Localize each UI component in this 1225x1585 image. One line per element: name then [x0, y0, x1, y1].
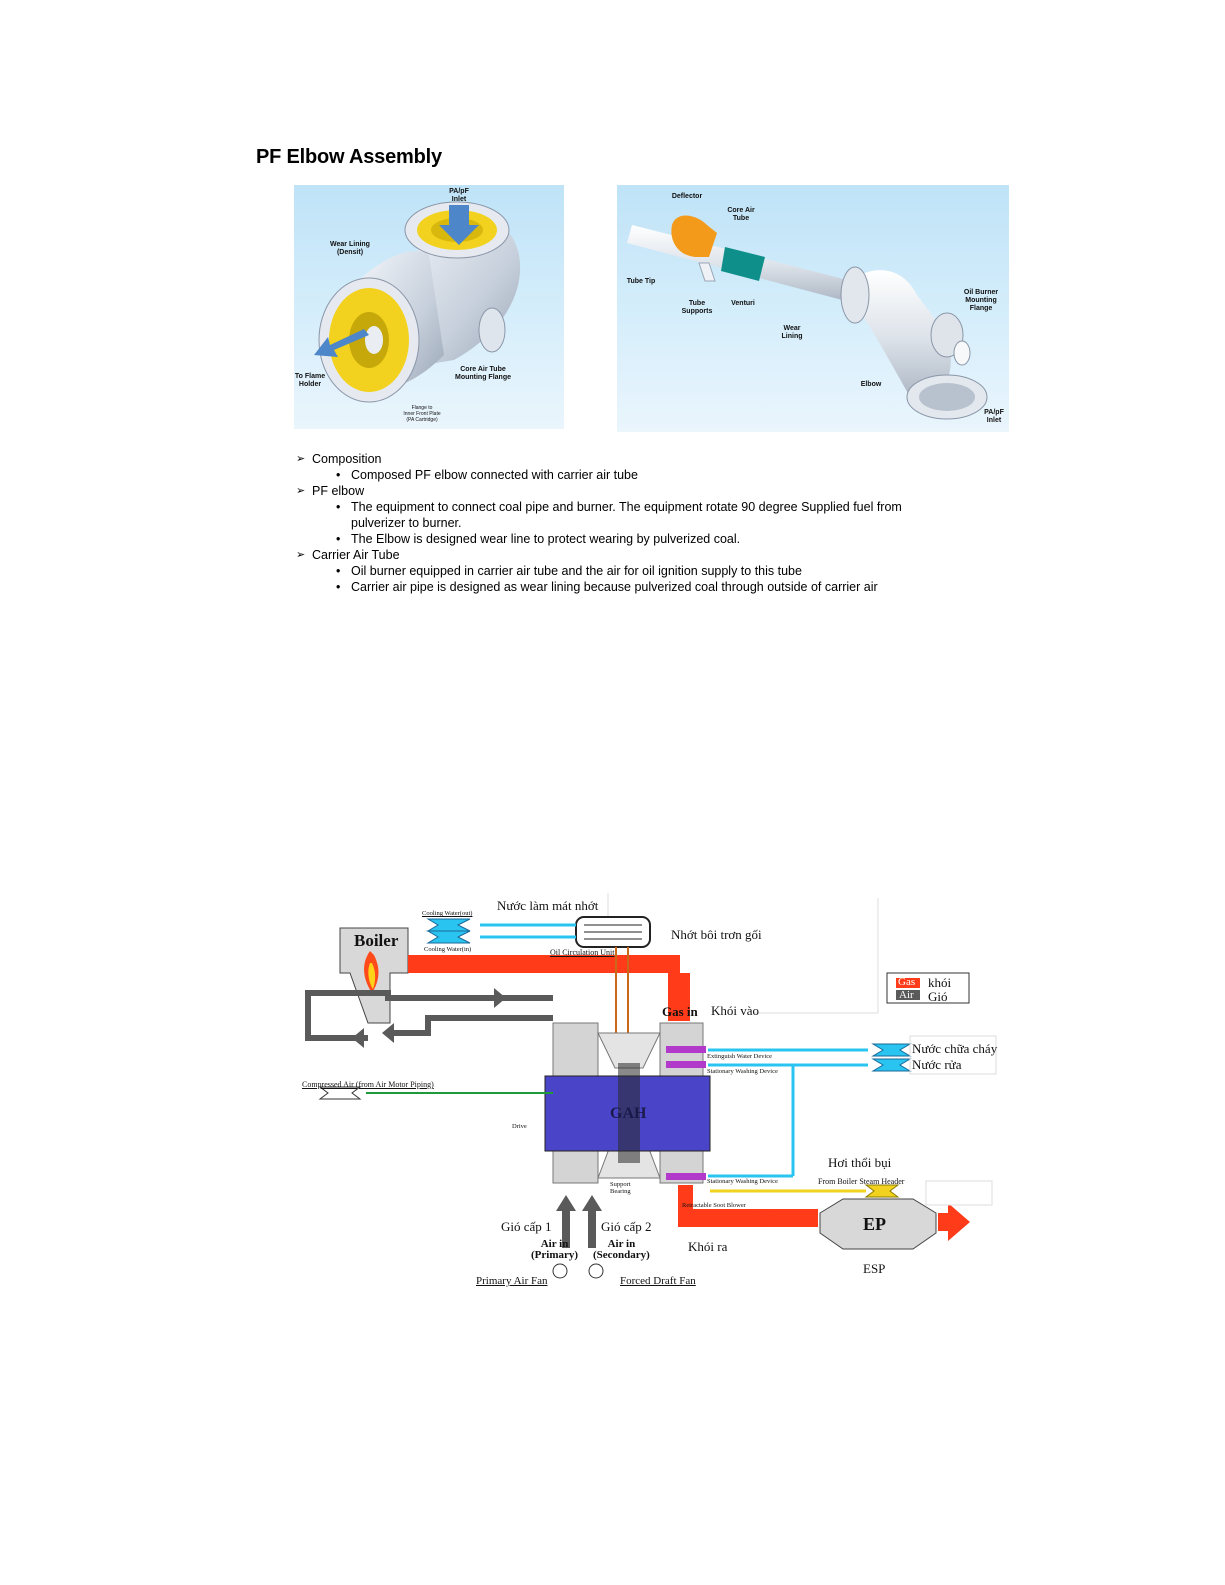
bullet-item: •The Elbow is designed wear line to prot… — [336, 532, 741, 546]
nuoc-lam-mat-label: Nước làm mát nhớt — [497, 898, 599, 913]
cooling-in-label: Cooling Water(in) — [424, 946, 472, 953]
drive-label: Drive — [512, 1123, 527, 1130]
elbow-figure: PA/pF Inlet Wear Lining (Densit) To Flam… — [294, 185, 564, 429]
tube-tip-label: Tube Tip — [626, 278, 656, 285]
legend-gas-label: Gas — [898, 976, 916, 988]
primary-fan-label: Primary Air Fan — [476, 1275, 548, 1287]
nuoc-rua-label: Nước rửa — [912, 1057, 962, 1072]
stationary1-label: Stationary Washing Device — [707, 1068, 778, 1075]
forced-fan-label: Forced Draft Fan — [620, 1275, 696, 1287]
bullet-item: •The equipment to connect coal pipe and … — [336, 500, 902, 530]
oil-burner-flange-label: Oil Burner Mounting Flange — [963, 289, 999, 312]
gas-in-label: Gas in — [662, 1004, 698, 1019]
bullet-heading: ➢Carrier Air Tube — [296, 548, 400, 562]
extinguish-label: Extinguish Water Device — [707, 1053, 773, 1060]
bullet-item: •Carrier air pipe is designed as wear li… — [336, 580, 878, 594]
bullet-heading: ➢PF elbow — [296, 484, 365, 498]
legend-air-label: Air — [899, 989, 914, 1001]
pa-inlet-label: PA/pF Inlet — [449, 188, 469, 203]
wear-lining-label: Wear Lining (Densit) — [330, 241, 370, 256]
venturi-label: Venturi — [731, 300, 755, 307]
ep-label: EP — [863, 1214, 887, 1234]
flange-front-plate-label: Flange to Inner Front Plate (PA Cartridg… — [403, 405, 441, 423]
legend-khoi-label: khói — [928, 975, 952, 990]
gah-diagram: Nước làm mát nhớt Cooling Water(out) Coo… — [298, 893, 1000, 1303]
retractable-label: Retractable Soot Blower — [682, 1202, 746, 1209]
wear-lining-label-right: Wear Lining — [781, 325, 803, 340]
nhot-label: Nhớt bôi trơn gối — [671, 927, 762, 942]
page-title: PF Elbow Assembly — [256, 146, 442, 168]
oil-unit-label: Oil Circulation Unit — [550, 948, 615, 957]
nuoc-chua-chay-label: Nước chữa cháy — [912, 1041, 998, 1056]
cooling-out-label: Cooling Water(out) — [422, 910, 473, 917]
from-header-label: From Boiler Steam Header — [818, 1177, 905, 1186]
pa-inlet-label-right: PA/pF Inlet — [984, 409, 1004, 424]
support-bearing-label: Support Bearing — [610, 1181, 631, 1195]
stationary2-label: Stationary Washing Device — [707, 1178, 778, 1185]
gio-cap1-label: Gió cấp 1 — [501, 1219, 552, 1234]
carrier-tube-figure: Deflector Core Air Tube Tube Tip Tube Su… — [617, 185, 1009, 432]
air-in-primary-label: Air in (Primary) — [531, 1238, 579, 1261]
to-flame-holder-label: To Flame Holder — [294, 373, 326, 388]
bullet-item: •Oil burner equipped in carrier air tube… — [336, 564, 802, 578]
deflector-label: Deflector — [671, 193, 703, 200]
esp-label: ESP — [863, 1261, 886, 1276]
bullet-heading: ➢Composition — [296, 452, 382, 466]
boiler-label: Boiler — [354, 931, 399, 950]
bullet-list: ➢Composition •Composed PF elbow connecte… — [296, 451, 976, 595]
tube-supports-label: Tube Supports — [681, 300, 713, 315]
compressed-air-label: Compressed Air (from Air Motor Piping) — [302, 1080, 434, 1089]
core-air-flange-label: Core Air Tube Mounting Flange — [455, 366, 511, 381]
legend-gio-label: Gió — [928, 989, 948, 1004]
khoi-ra-label: Khói ra — [688, 1239, 728, 1254]
elbow-label: Elbow — [860, 381, 882, 388]
khoi-vao-label: Khói vào — [711, 1003, 760, 1018]
core-air-tube-label: Core Air Tube — [727, 207, 755, 222]
gio-cap2-label: Gió cấp 2 — [601, 1219, 652, 1234]
gah-label: GAH — [610, 1105, 647, 1122]
hoi-thoi-bui-label: Hơi thổi bụi — [828, 1155, 892, 1170]
bullet-item: •Composed PF elbow connected with carrie… — [336, 468, 638, 482]
air-in-secondary-label: Air in (Secondary) — [593, 1238, 650, 1261]
